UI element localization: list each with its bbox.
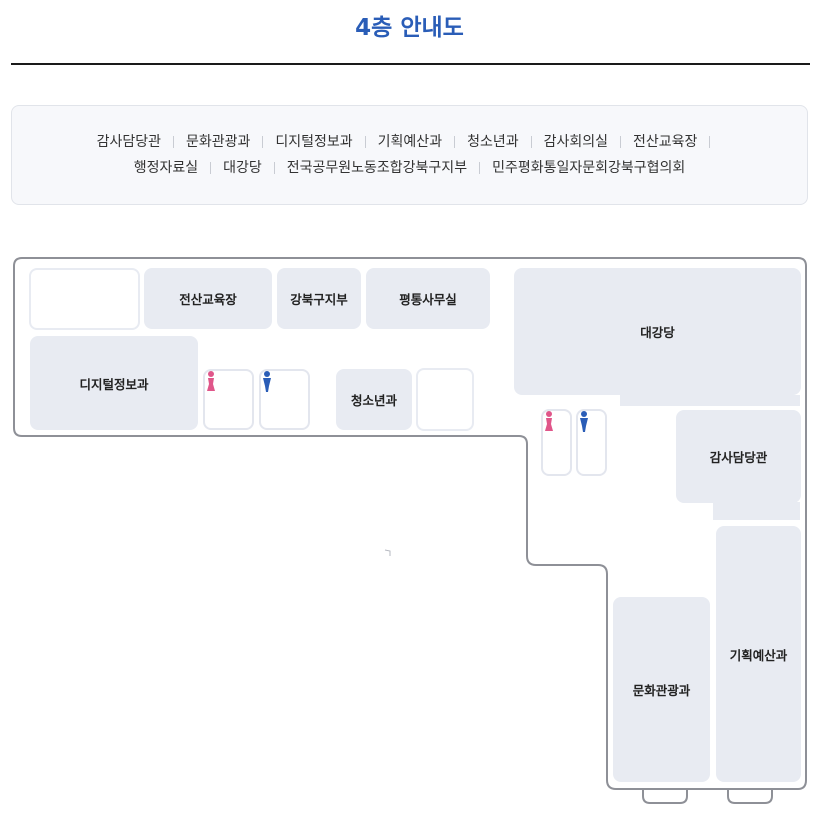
female-restroom: [203, 369, 254, 430]
dept-label: 기획예산과: [377, 134, 443, 150]
dept-link-culture[interactable]: 문화관광과: [186, 132, 275, 152]
room-audit-office[interactable]: 감사담당관: [676, 410, 801, 503]
dept-link-audit-meeting[interactable]: 감사회의실: [544, 132, 633, 152]
male-restroom-icon: [263, 371, 271, 392]
department-list: 감사담당관 문화관광과 디지털정보과 기획예산과 청소년과 감사회의실 전산교육…: [11, 105, 808, 205]
dept-label: 감사회의실: [543, 134, 609, 150]
male-restroom-2: [576, 409, 607, 476]
dept-link-audit[interactable]: 감사담당관: [97, 132, 186, 152]
dept-label: 감사담당관: [96, 134, 161, 150]
separator: [454, 136, 456, 148]
female-restroom-icon: [207, 371, 215, 391]
dept-link-youth[interactable]: 청소년과: [467, 132, 544, 152]
male-restroom-icon: [580, 411, 588, 432]
dept-label: 전국공무원노동조합강북구지부: [286, 160, 468, 176]
female-restroom-icon: [545, 411, 553, 431]
dept-link-unification[interactable]: 민주평화통일자문회강북구협의회: [492, 158, 685, 178]
room-auditorium[interactable]: 대강당: [514, 268, 801, 395]
dept-label: 디지털정보과: [275, 134, 353, 150]
separator: [479, 162, 481, 174]
room-digital-info[interactable]: 디지털정보과: [30, 336, 198, 430]
dept-label: 민주평화통일자문회강북구협의회: [492, 160, 686, 176]
dept-label: 대강당: [223, 160, 262, 176]
empty-room-2: [416, 368, 474, 431]
room-pyeongtong-office[interactable]: 평통사무실: [366, 268, 490, 329]
separator: [620, 136, 622, 148]
separator: [172, 136, 174, 148]
room-culture-tourism[interactable]: 문화관광과: [613, 597, 710, 782]
separator: [364, 136, 366, 148]
female-restroom-2: [541, 409, 572, 476]
title-divider: [11, 63, 810, 65]
separator: [273, 162, 275, 174]
male-restroom: [259, 369, 310, 430]
page-title: 4층 안내도: [355, 15, 464, 41]
room-planning-budget[interactable]: 기획예산과: [716, 526, 801, 782]
dept-label: 문화관광과: [185, 134, 251, 150]
separator: [709, 136, 711, 148]
dept-label: 전산교육장: [633, 134, 698, 150]
dept-label: 행정자료실: [133, 160, 199, 176]
dept-label: 청소년과: [467, 134, 519, 150]
separator: [262, 136, 264, 148]
dept-link-records[interactable]: 행정자료실: [134, 158, 223, 178]
dept-link-union[interactable]: 전국공무원노동조합강북구지부: [287, 158, 492, 178]
room-gangbuk-branch[interactable]: 강북구지부: [277, 268, 361, 329]
dept-link-computer-edu[interactable]: 전산교육장: [633, 132, 722, 152]
separator: [530, 136, 532, 148]
room-youth[interactable]: 청소년과: [336, 369, 412, 430]
room-computer-edu[interactable]: 전산교육장: [144, 268, 272, 329]
dept-link-digital[interactable]: 디지털정보과: [275, 132, 377, 152]
dept-link-planning[interactable]: 기획예산과: [378, 132, 467, 152]
dept-link-hall[interactable]: 대강당: [223, 158, 287, 178]
empty-room-1: [29, 268, 140, 330]
separator: [210, 162, 212, 174]
